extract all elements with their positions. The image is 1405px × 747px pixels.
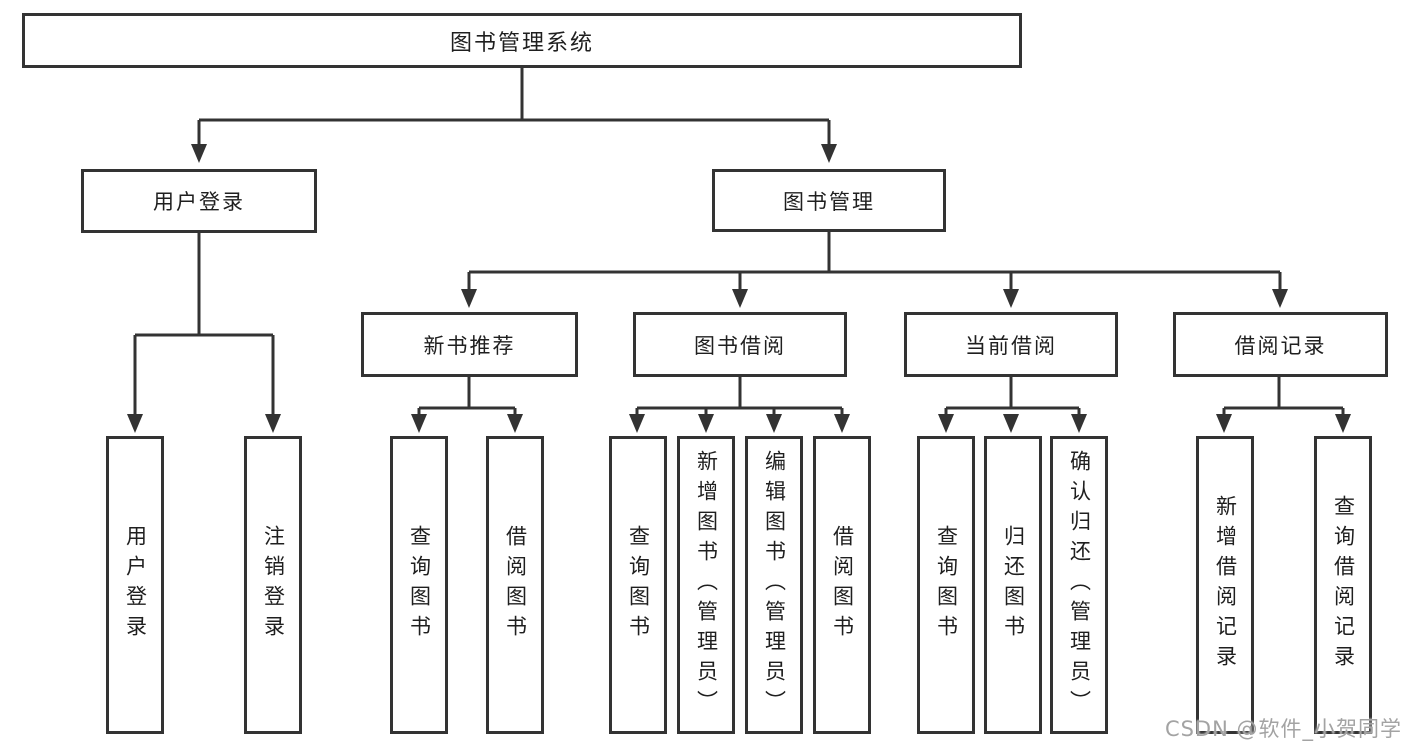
node-label: 归还图书 [1001,525,1026,645]
leaf-user-login: 用户登录 [106,436,164,734]
node-label: 确认归还（管理员） [1067,450,1092,720]
node-label: 借阅记录 [1234,333,1327,358]
node-label: 图书管理系统 [449,30,594,56]
node-label: 注销登录 [261,525,286,645]
node-label: 查询借阅记录 [1331,495,1356,675]
node-label: 编辑图书（管理员） [762,450,787,720]
node-library-system: 图书管理系统 [22,13,1022,68]
node-label: 当前借阅 [965,333,1057,358]
leaf-edit-books-admin: 编辑图书（管理员） [745,436,803,734]
node-label: 借阅图书 [830,525,855,645]
leaf-borrow-books-borrowing: 借阅图书 [813,436,871,734]
leaf-add-borrow-record: 新增借阅记录 [1196,436,1254,734]
node-label: 查询图书 [934,525,959,645]
node-label: 用户登录 [123,525,148,645]
leaf-query-books-recommend: 查询图书 [390,436,448,734]
node-current-borrowing: 当前借阅 [904,312,1118,377]
node-label: 图书借阅 [694,333,786,358]
node-label: 新增图书（管理员） [694,450,719,720]
node-label: 查询图书 [407,525,432,645]
node-new-book-recommendation: 新书推荐 [361,312,578,377]
leaf-query-borrow-record: 查询借阅记录 [1314,436,1372,734]
leaf-borrow-books-recommend: 借阅图书 [486,436,544,734]
leaf-confirm-return-admin: 确认归还（管理员） [1050,436,1108,734]
node-label: 用户登录 [153,190,245,214]
leaf-logout-login: 注销登录 [244,436,302,734]
leaf-query-books-borrowing: 查询图书 [609,436,667,734]
leaf-return-books: 归还图书 [984,436,1042,734]
leaf-query-books-current: 查询图书 [917,436,975,734]
node-user-login: 用户登录 [81,169,317,233]
node-label: 新书推荐 [423,333,516,358]
node-label: 新增借阅记录 [1213,495,1238,675]
leaf-add-books-admin: 新增图书（管理员） [677,436,735,734]
node-label: 查询图书 [626,525,651,645]
watermark-csdn: CSDN @软件_小贺同学 [1164,717,1402,741]
node-label: 图书管理 [783,189,875,214]
node-book-management: 图书管理 [712,169,946,232]
node-book-borrowing: 图书借阅 [633,312,847,377]
node-label: 借阅图书 [503,525,528,645]
node-borrowing-records: 借阅记录 [1173,312,1388,377]
